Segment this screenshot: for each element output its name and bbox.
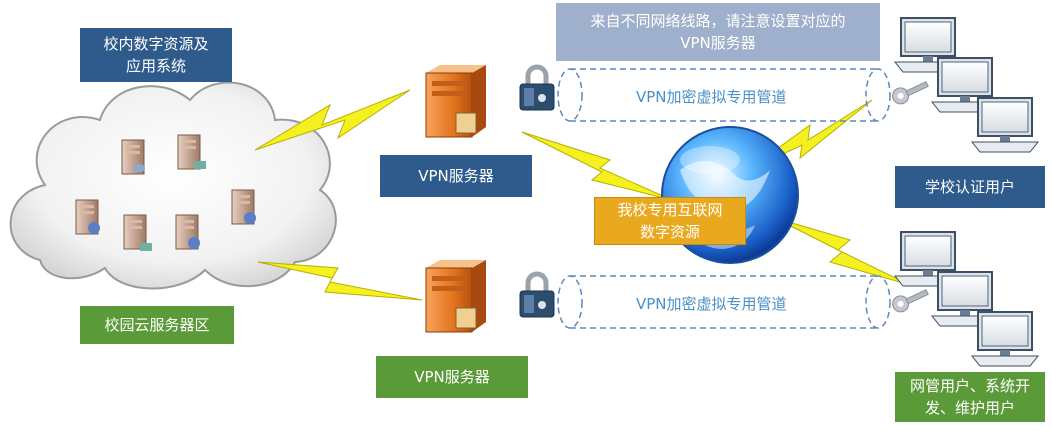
cloud-server-icon	[121, 139, 145, 175]
network-note-label: 来自不同网络线路，请注意设置对应的 VPN服务器	[556, 3, 880, 61]
cloud-server-icons	[75, 134, 256, 251]
vpn-tunnel-top	[557, 68, 891, 122]
cloud-server-icon	[75, 199, 100, 235]
tunnel-bottom-label: VPN加密虚拟专用管道	[636, 295, 787, 313]
school-users-label: 学校认证用户	[895, 166, 1045, 208]
vpn-server-top-label: VPN服务器	[380, 155, 532, 197]
lightning-icon	[774, 217, 911, 286]
internet-resources-label: 我校专用互联网 数字资源	[594, 197, 746, 245]
vpn-server-bottom-icon	[425, 260, 486, 333]
cloud-server-icon	[175, 214, 200, 250]
cloud-server-icon	[177, 134, 206, 170]
computer-icon	[893, 231, 963, 287]
campus-cloud	[9, 81, 337, 290]
padlock-icon	[519, 64, 555, 111]
cloud-server-icon	[231, 189, 256, 225]
lightning-icon	[521, 131, 673, 201]
key-icon	[892, 81, 929, 105]
cloud-server-icon	[123, 214, 152, 251]
lightning-icon	[257, 261, 423, 301]
computer-icon	[930, 57, 1000, 113]
computer-icon	[893, 17, 963, 73]
tunnel-top-label: VPN加密虚拟专用管道	[636, 88, 787, 106]
computer-icon	[970, 311, 1040, 367]
cloud-zone-label: 校园云服务器区	[80, 306, 234, 344]
campus-resources-label: 校内数字资源及 应用系统	[80, 28, 232, 82]
padlock-icon	[519, 271, 555, 318]
user-computers-bottom	[893, 231, 1040, 367]
user-computers-top	[893, 17, 1040, 153]
key-icon	[892, 289, 929, 313]
lightning-icon	[254, 89, 411, 151]
vpn-server-bottom-label: VPN服务器	[376, 356, 528, 398]
admin-users-label: 网管用户、系统开 发、维护用户	[895, 372, 1045, 422]
vpn-tunnel-bottom	[557, 275, 891, 329]
computer-icon	[970, 97, 1040, 153]
vpn-server-top-icon	[425, 65, 486, 138]
